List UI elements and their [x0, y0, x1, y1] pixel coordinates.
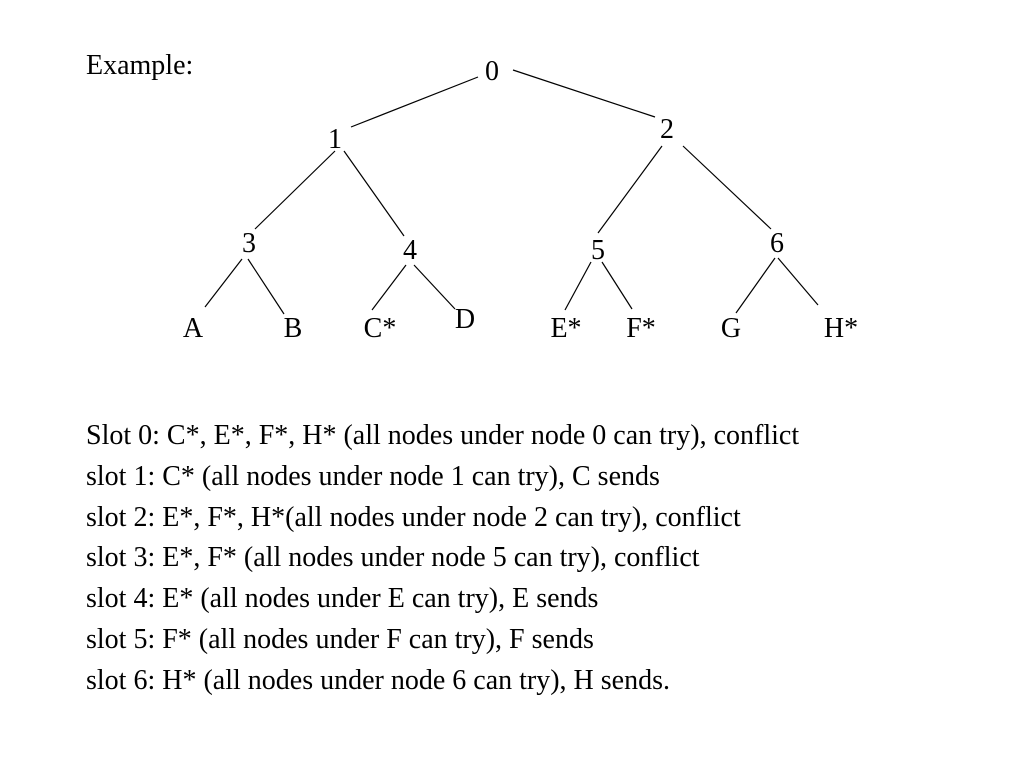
tree-node-A: A [183, 313, 204, 344]
tree-node-5: 5 [591, 235, 605, 266]
tree-edge-0-2 [512, 69, 656, 118]
tree-node-4: 4 [403, 235, 417, 266]
tree-edge-3-A [204, 258, 243, 308]
tree-edge-4-C [371, 264, 407, 311]
slot-line-4: slot 4: E* (all nodes under E can try), … [86, 583, 599, 615]
tree-edge-1-3 [254, 150, 336, 230]
tree-node-3: 3 [242, 228, 256, 259]
slot-schedule-list: Slot 0: C*, E*, F*, H* (all nodes under … [86, 416, 799, 702]
tree-edge-2-5 [597, 145, 663, 234]
tree-edge-6-H [777, 257, 819, 306]
tree-edge-3-B [247, 258, 285, 315]
tree-node-F: F* [626, 313, 656, 344]
slot-line-2: slot 2: E*, F*, H*(all nodes under node … [86, 501, 741, 533]
slot-line-6: slot 6: H* (all nodes under node 6 can t… [86, 664, 670, 696]
tree-edges [204, 69, 819, 315]
tree-node-C: C* [364, 313, 397, 344]
slot-line-5: slot 5: F* (all nodes under F can try), … [86, 623, 594, 655]
slot-line-3: slot 3: E*, F* (all nodes under node 5 c… [86, 542, 700, 574]
tree-edge-6-G [735, 257, 776, 314]
tree-edge-0-1 [350, 76, 479, 128]
tree-node-B: B [284, 313, 303, 344]
tree-node-1: 1 [328, 124, 342, 155]
example-heading: Example: [86, 50, 194, 81]
tree-edge-2-6 [682, 145, 772, 230]
tree-diagram: 0 1 2 3 4 5 6A B C* D E* F* G H* [183, 56, 858, 344]
tree-node-G: G [721, 313, 741, 344]
tree-edge-5-F [601, 261, 633, 310]
tree-node-D: D [455, 304, 475, 335]
slot-line-0: Slot 0: C*, E*, F*, H* (all nodes under … [86, 420, 800, 451]
tree-edge-5-E [564, 261, 592, 311]
tree-nodes: 0 1 2 3 4 5 6A B C* D E* F* G H* [183, 56, 858, 344]
tree-node-H: H* [824, 313, 858, 344]
tree-node-2: 2 [660, 114, 674, 145]
tree-edge-4-D [413, 264, 456, 310]
tree-edge-1-4 [343, 150, 405, 237]
tree-node-6: 6 [770, 228, 784, 259]
tree-node-0: 0 [485, 56, 499, 87]
tree-node-E: E* [550, 313, 581, 344]
slot-line-1: slot 1: C* (all nodes under node 1 can t… [86, 460, 660, 492]
